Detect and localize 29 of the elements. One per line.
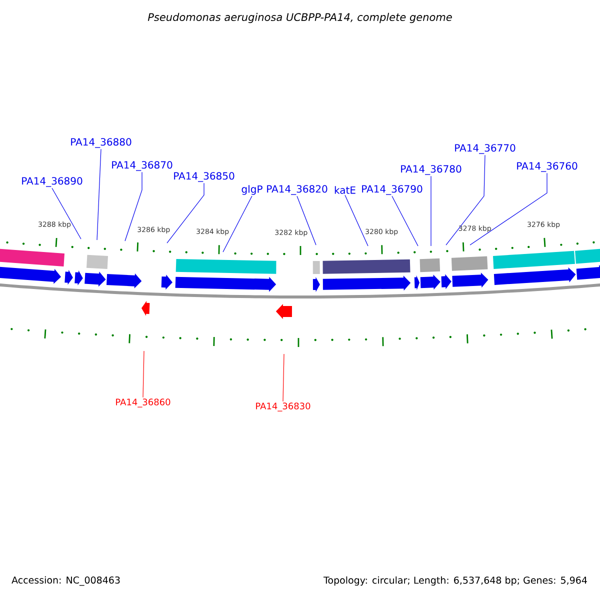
leader-line <box>282 354 284 402</box>
leader-line <box>344 194 368 246</box>
leader-line <box>96 148 102 240</box>
title: Pseudomonas aeruginosa UCBPP-PA14, complete genome <box>148 12 452 24</box>
genome-summary: Topology: circular; Length: 6,537,648 bp; Genes: 5,964 <box>323 576 587 586</box>
leader-line <box>142 350 144 398</box>
gene-label: katE <box>334 186 356 194</box>
leader-line <box>296 196 316 246</box>
gene-label: PA14_36890 <box>22 177 82 187</box>
leader-line <box>446 154 486 246</box>
gene-label: PA14_36790 <box>362 185 422 195</box>
leader-line <box>392 196 418 246</box>
gene-label: PA14_36780 <box>401 165 462 175</box>
gene-label: PA14_36870 <box>112 161 172 171</box>
leader-line <box>124 172 142 242</box>
leader-line <box>52 188 82 240</box>
gene-label: PA14_36820 <box>267 185 328 195</box>
leader-line <box>222 196 252 252</box>
leader-line <box>470 172 548 246</box>
accession-text: Accession: NC_008463 <box>12 576 120 586</box>
gene-label: PA14_36880 <box>71 138 132 148</box>
gene-label: PA14_36770 <box>455 144 516 154</box>
gene-label: PA14_36760 <box>517 162 578 172</box>
leader-line <box>166 182 204 244</box>
gene-label: PA14_36850 <box>174 172 234 182</box>
gene-label: PA14_36860 <box>116 398 170 408</box>
gene-label: glgP <box>242 185 262 195</box>
leader-line <box>430 176 432 246</box>
gene-label: PA14_36830 <box>256 402 310 412</box>
